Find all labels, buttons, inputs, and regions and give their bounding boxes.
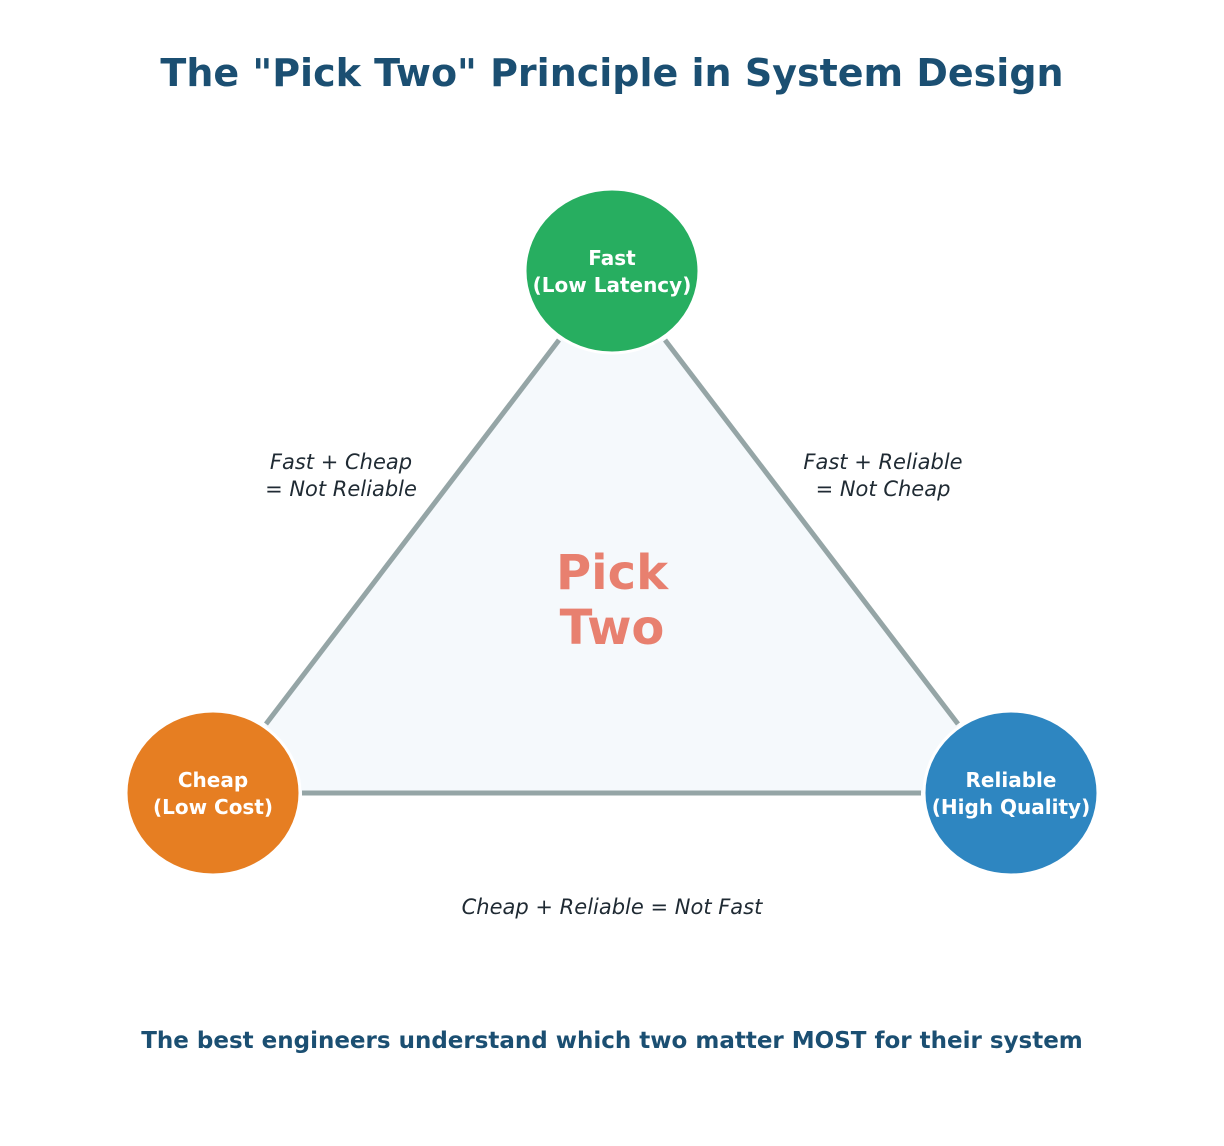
node-cheap-circle [124,709,302,877]
node-reliable-label-line1: Reliable [966,768,1057,792]
node-cheap: Cheap (Low Cost) [124,709,302,877]
node-fast-label-line2: (Low Latency) [533,273,692,297]
edge-label-cheap-reliable: Cheap + Reliable = Not Fast [462,895,763,919]
edge-label-fast-reliable: Fast + Reliable = Not Cheap [803,450,962,501]
triangle-area [213,271,1011,793]
node-reliable-label-line2: (High Quality) [932,795,1090,819]
edge-label-fast-reliable-line2: = Not Cheap [816,477,951,501]
node-fast-label-line1: Fast [588,246,636,270]
edge-label-fast-cheap: Fast + Cheap = Not Reliable [265,450,417,501]
node-reliable-circle [922,709,1100,877]
edge-fast-reliable [663,338,960,726]
node-cheap-label-line1: Cheap [178,768,248,792]
center-label-line1: Pick [556,545,669,601]
node-fast-circle [523,187,701,355]
node-reliable: Reliable (High Quality) [922,709,1100,877]
edge-fast-cheap [264,338,561,726]
edge-label-fast-cheap-line1: Fast + Cheap [270,450,412,474]
edge-label-fast-cheap-line2: = Not Reliable [265,477,417,501]
node-cheap-label-line2: (Low Cost) [153,795,273,819]
diagram-title: The "Pick Two" Principle in System Desig… [160,51,1063,95]
edge-label-fast-reliable-line1: Fast + Reliable [803,450,962,474]
center-label-line2: Two [560,600,665,656]
footer-caption: The best engineers understand which two … [141,1028,1083,1054]
node-fast: Fast (Low Latency) [523,187,701,355]
